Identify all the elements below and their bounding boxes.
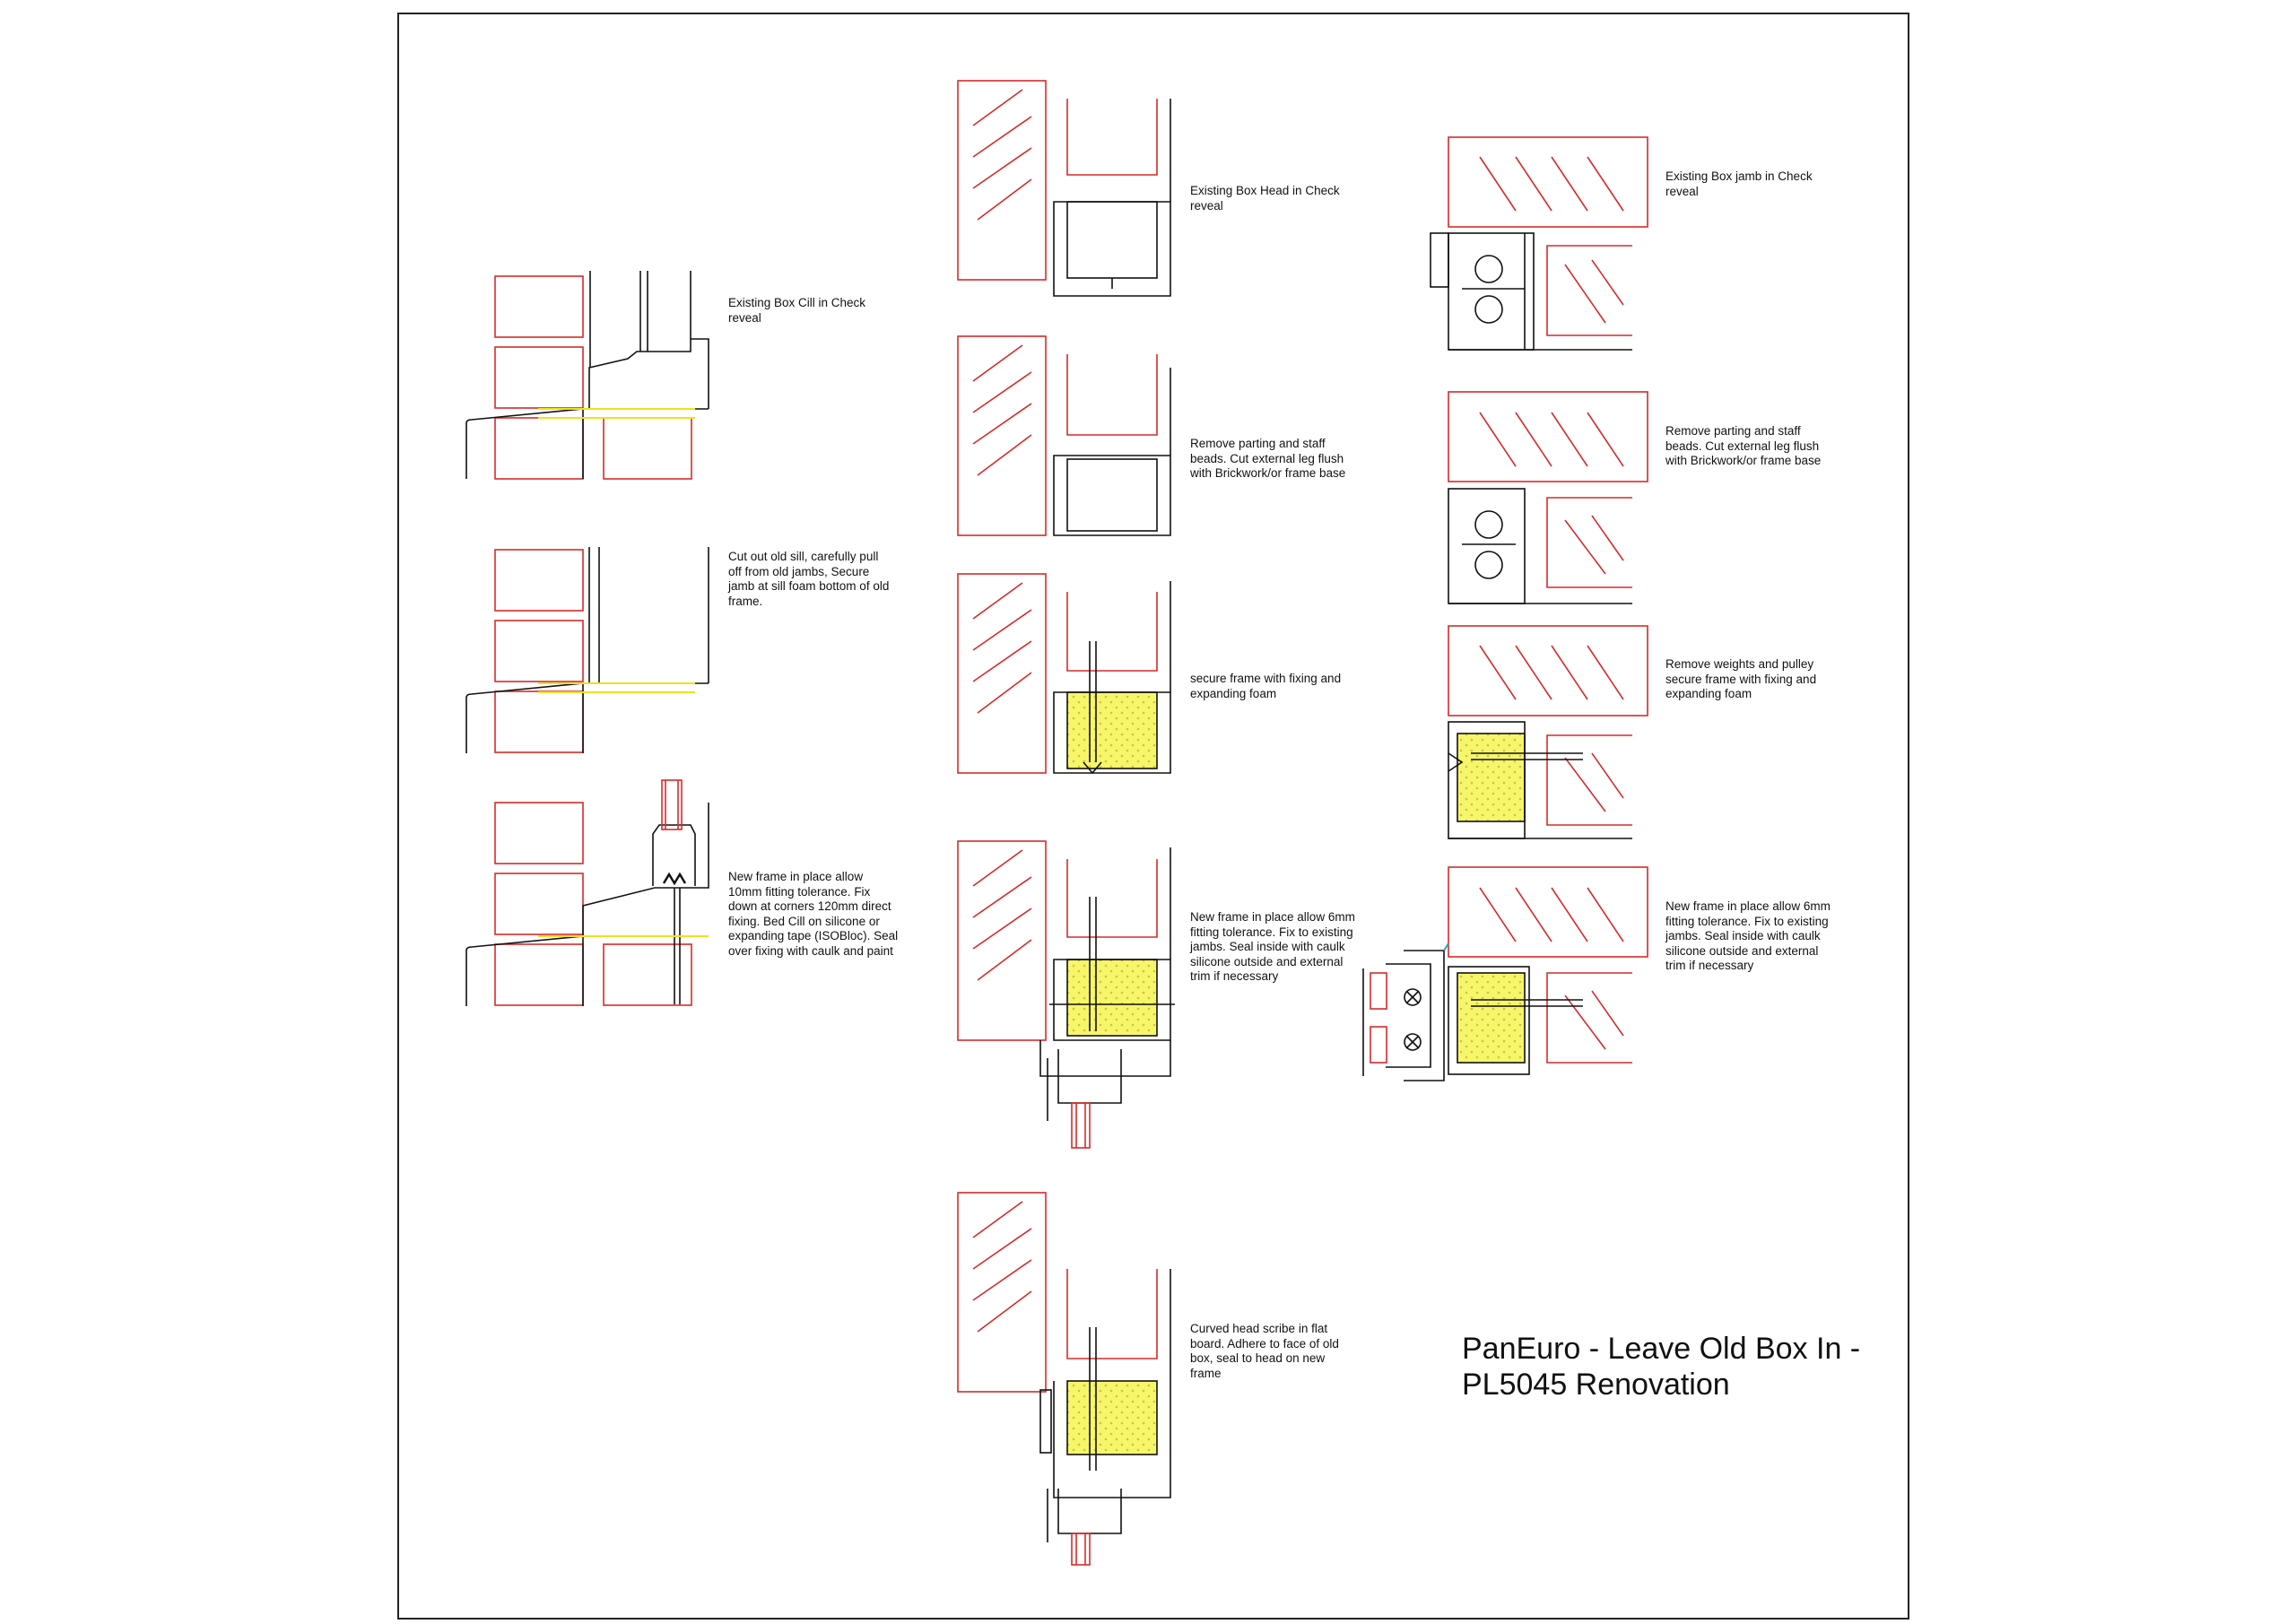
- note-head-curved: Curved head scribe in flat board. Adhere…: [1190, 1322, 1339, 1380]
- note-head-new: New frame in place allow 6mm fitting tol…: [1190, 910, 1355, 983]
- head-new-detail: [957, 840, 1175, 1149]
- head-curved-detail: [957, 1192, 1171, 1566]
- note-head-existing: Existing Box Head in Check reveal: [1190, 184, 1340, 213]
- drawing-title-line2: PL5045 Renovation: [1462, 1368, 1730, 1402]
- head-remove-detail: [957, 335, 1171, 536]
- note-cill-new: New frame in place allow 10mm fitting to…: [728, 870, 899, 958]
- jamb-existing-detail: [1430, 136, 1648, 351]
- note-jamb-weights: Remove weights and pulley secure frame w…: [1665, 657, 1817, 700]
- note-jamb-new: New frame in place allow 6mm fitting tol…: [1665, 899, 1831, 972]
- head-existing-detail: [957, 80, 1171, 297]
- note-jamb-existing: Existing Box jamb in Check reveal: [1665, 169, 1813, 198]
- cill-new-detail: [465, 779, 709, 1006]
- note-head-remove: Remove parting and staff beads. Cut exte…: [1190, 437, 1346, 480]
- drawing-title-line1: PanEuro - Leave Old Box In -: [1462, 1332, 1861, 1366]
- cill-cut-detail: [465, 547, 709, 753]
- jamb-remove-detail: [1448, 391, 1648, 604]
- head-secure-detail: [957, 573, 1171, 775]
- sheet-border: [397, 13, 1909, 1620]
- note-cill-cut: Cut out old sill, carefully pull off fro…: [728, 550, 890, 608]
- note-head-secure: secure frame with fixing and expanding f…: [1190, 672, 1342, 700]
- cill-existing-detail: [465, 271, 709, 480]
- note-cill-existing: Existing Box Cill in Check reveal: [728, 296, 866, 325]
- jamb-weights-detail: [1448, 625, 1648, 839]
- jamb-new-detail: [1362, 866, 1648, 1081]
- drawing-title: PanEuro - Leave Old Box In - PL5045 Reno…: [1462, 1331, 2036, 1403]
- note-jamb-remove: Remove parting and staff beads. Cut exte…: [1665, 424, 1822, 467]
